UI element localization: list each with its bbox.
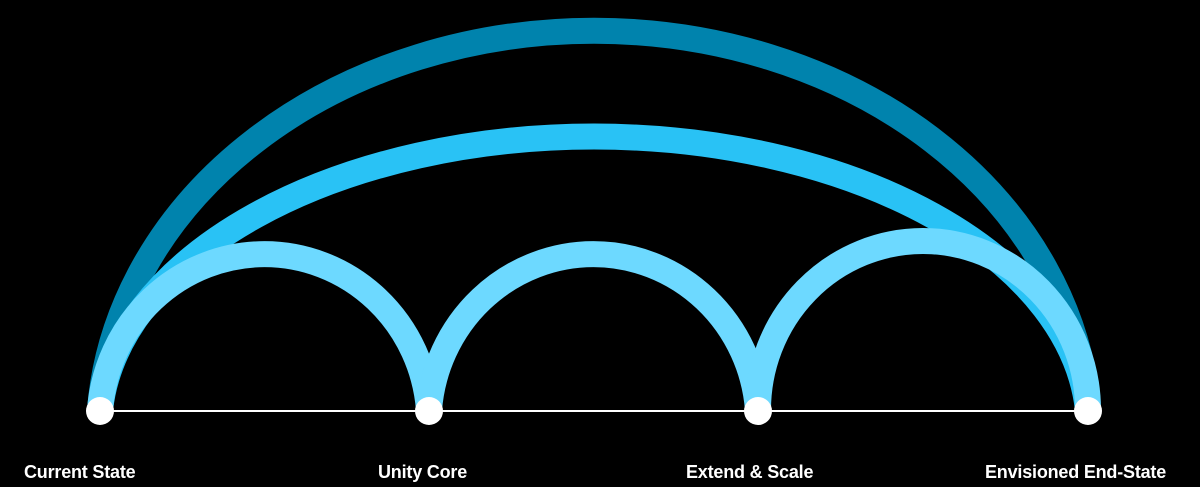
node-envisioned-end-state <box>1074 397 1102 425</box>
arc-inner-unity-to-extend <box>416 241 771 412</box>
stage-label-extend-scale: Extend & Scale <box>686 462 814 482</box>
arc-middle-current-to-end <box>87 123 1101 412</box>
node-unity-core <box>415 397 443 425</box>
arc-outer-current-to-end <box>87 17 1101 412</box>
node-current-state <box>86 397 114 425</box>
node-extend-scale <box>744 397 772 425</box>
stage-label-unity-core: Unity Core <box>378 462 468 482</box>
stage-label-envisioned-end-state: Envisioned End-State <box>985 462 1167 482</box>
stage-label-current-state: Current State <box>24 462 136 482</box>
arc-inner-extend-to-end <box>745 228 1101 411</box>
arc-inner-current-to-unity <box>87 241 442 412</box>
